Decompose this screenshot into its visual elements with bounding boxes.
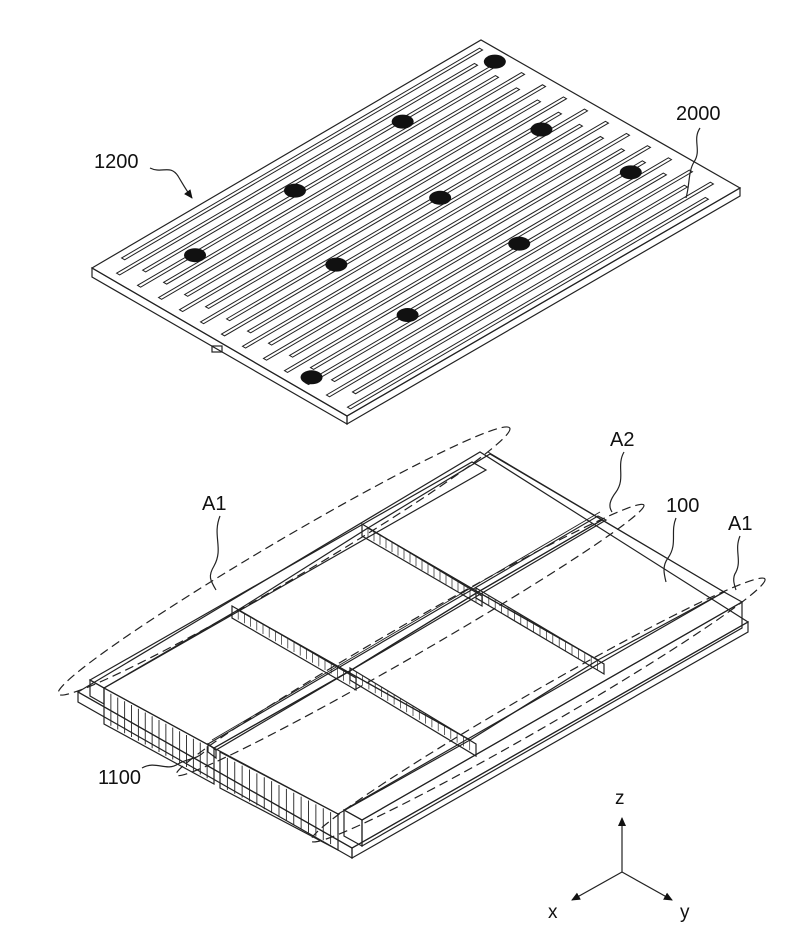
plate-dot — [325, 258, 347, 272]
plate-dot — [484, 55, 506, 69]
cell-front-hatch-2 — [227, 758, 330, 844]
label-cell: 100 — [666, 495, 699, 517]
dot-label: 2000 — [676, 103, 721, 125]
label-a1-left: A1 — [202, 493, 226, 515]
bottom-labels: A1 A2 100 A1 1100 — [98, 429, 752, 789]
plate-slots — [117, 48, 714, 409]
plate-dot — [530, 123, 552, 137]
label-1200: 1200 — [94, 151, 192, 198]
label-base: 1100 — [98, 767, 141, 789]
axis-y-label: y — [680, 902, 690, 923]
plate-label: 1200 — [94, 151, 139, 173]
label-a1-right: A1 — [728, 513, 752, 535]
battery-module — [48, 411, 774, 858]
plate-dot — [284, 184, 306, 198]
plate-dot — [429, 191, 451, 205]
region-a1-left — [48, 411, 520, 711]
axis-x-label: x — [548, 902, 558, 923]
cover-plate — [92, 40, 740, 424]
plate-dot — [392, 115, 414, 129]
plate-dot — [397, 308, 419, 322]
plate-dot — [301, 370, 323, 384]
region-a1-right — [302, 563, 774, 856]
label-a2: A2 — [610, 429, 634, 451]
axis-z-label: z — [615, 788, 625, 809]
axis-triad: z x y — [548, 788, 690, 923]
partition-walls — [232, 524, 604, 756]
plate-dot — [508, 237, 530, 251]
plate-dot — [184, 248, 206, 262]
plate-dot — [620, 165, 642, 179]
